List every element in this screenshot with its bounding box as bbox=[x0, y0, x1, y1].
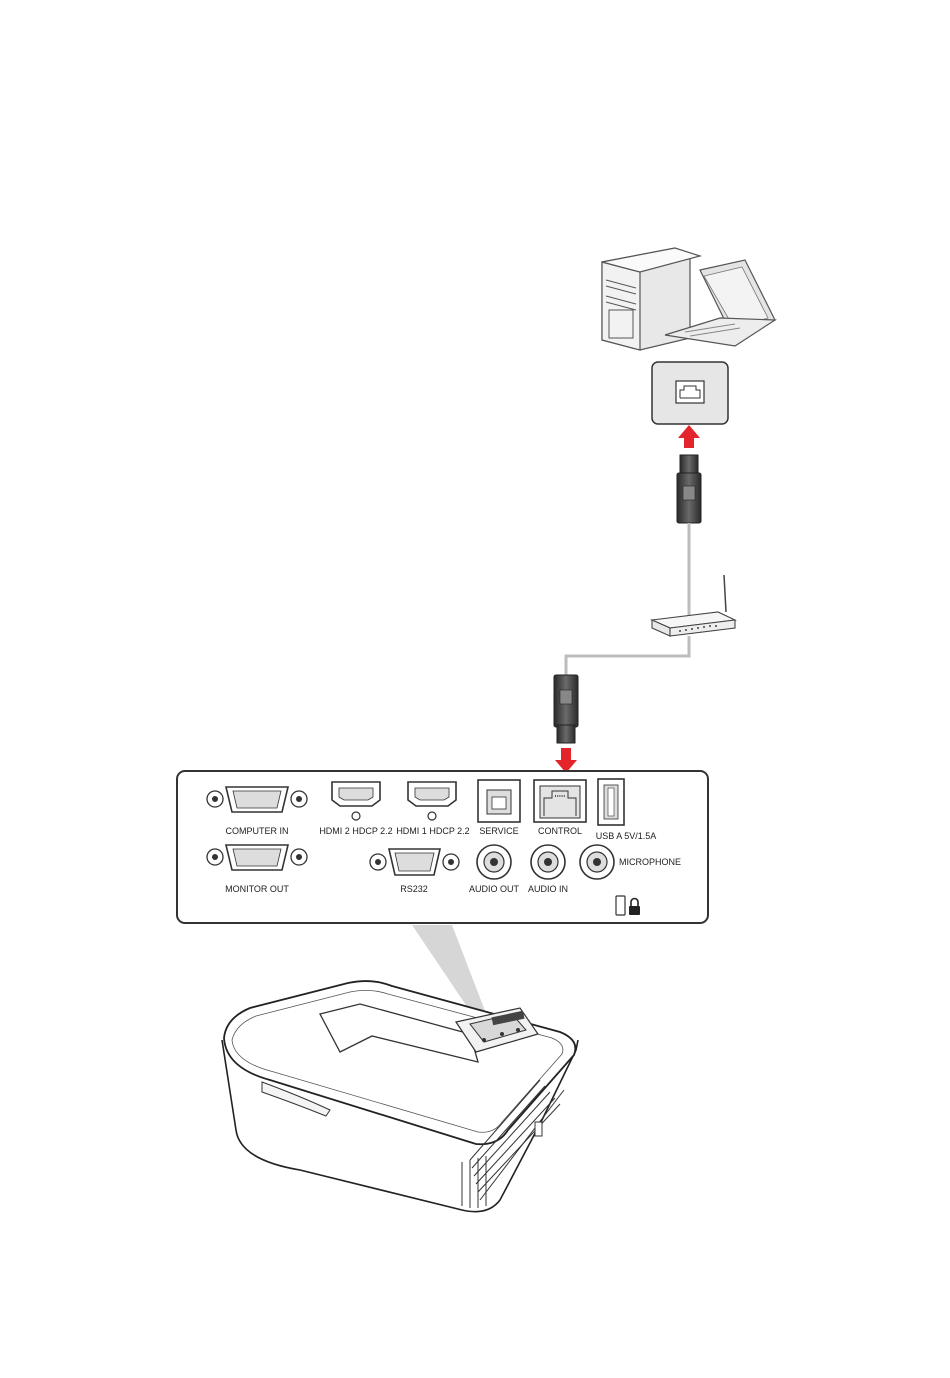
lan-port-box bbox=[652, 362, 728, 424]
usb-a-port bbox=[598, 779, 624, 825]
label-monitor-out: MONITOR OUT bbox=[225, 884, 289, 894]
label-service: SERVICE bbox=[479, 826, 518, 836]
label-hdmi2: HDMI 2 HDCP 2.2 bbox=[319, 826, 392, 836]
audio-out-port bbox=[477, 845, 511, 879]
microphone-port bbox=[580, 845, 614, 879]
projector-back-panel: COMPUTER IN MONITOR OUT HDMI 2 HDCP 2.2 … bbox=[177, 771, 708, 923]
projector-body bbox=[222, 981, 578, 1212]
label-audio-out: AUDIO OUT bbox=[469, 884, 520, 894]
control-port bbox=[534, 780, 586, 822]
arrow-up-to-lan bbox=[678, 425, 700, 448]
audio-in-port bbox=[531, 845, 565, 879]
label-hdmi1: HDMI 1 HDCP 2.2 bbox=[396, 826, 469, 836]
label-microphone: MICROPHONE bbox=[619, 857, 681, 867]
arrow-down-to-control bbox=[555, 748, 577, 773]
label-usb: USB A 5V/1.5A bbox=[596, 831, 657, 841]
label-rs232: RS232 bbox=[400, 884, 428, 894]
router-icon bbox=[652, 575, 735, 636]
service-port bbox=[478, 780, 520, 822]
label-control: CONTROL bbox=[538, 826, 582, 836]
label-audio-in: AUDIO IN bbox=[528, 884, 568, 894]
rj45-plug-upper bbox=[677, 455, 701, 523]
ethernet-port-icon bbox=[676, 381, 704, 403]
cable-lower bbox=[566, 636, 689, 678]
rj45-plug-lower bbox=[554, 675, 578, 743]
label-computer-in: COMPUTER IN bbox=[226, 826, 289, 836]
